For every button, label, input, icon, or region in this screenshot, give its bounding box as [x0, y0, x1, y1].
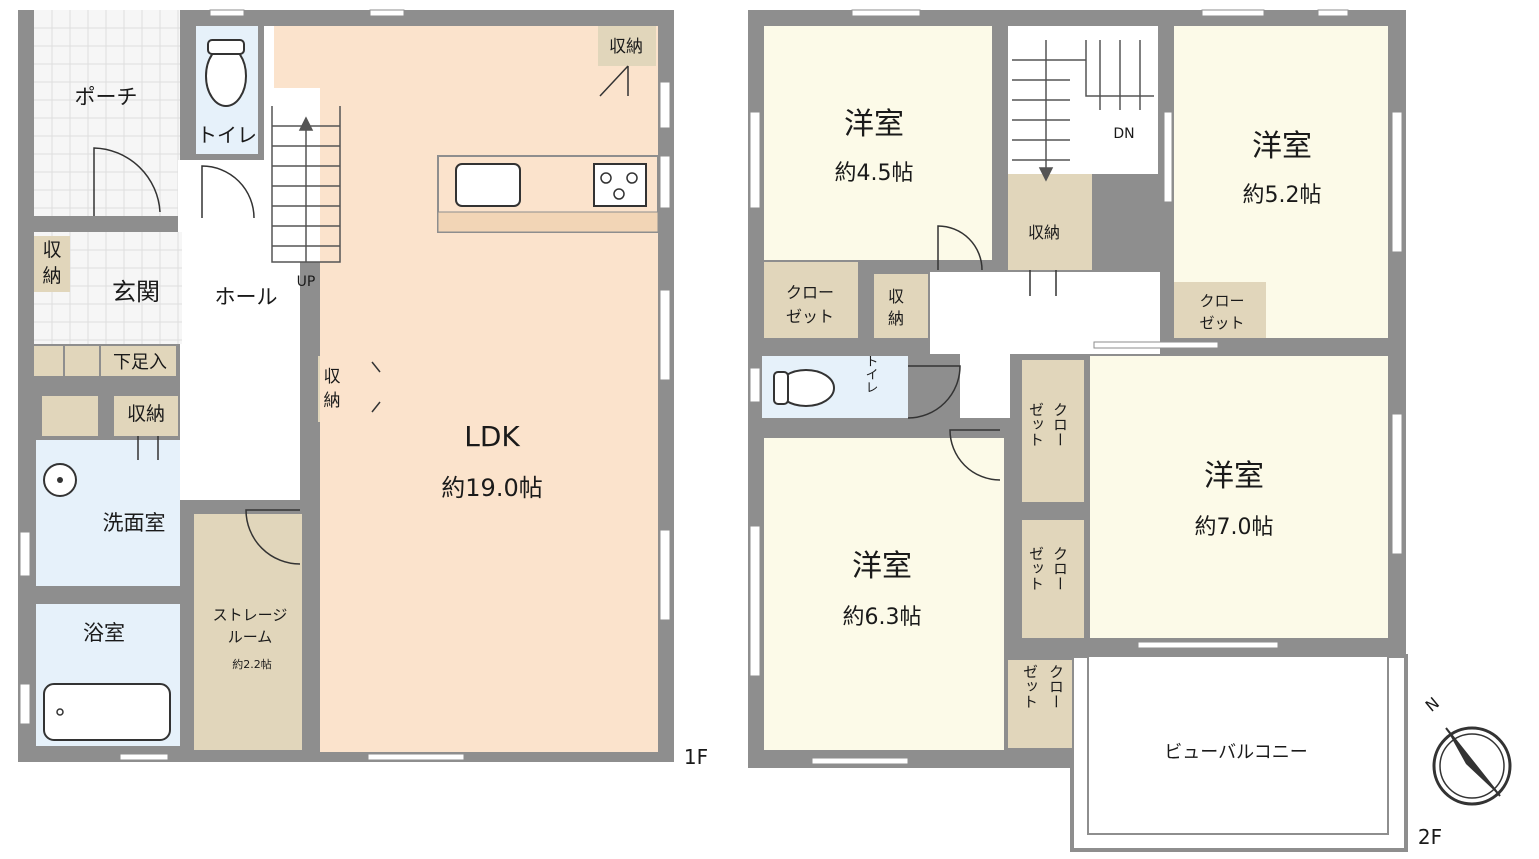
room-c	[764, 438, 1004, 750]
sink-icon	[455, 163, 521, 207]
storage-entrance	[34, 236, 70, 292]
storage-ldk	[598, 26, 656, 66]
floor-1-label: 1F	[684, 745, 708, 769]
storage-room	[194, 514, 302, 750]
storage-room-size: 約2.2帖	[232, 657, 272, 671]
closet-c-label-2: クロー	[1047, 664, 1065, 709]
floor-2	[748, 9, 1408, 852]
storage-hall-label: 収納	[324, 367, 341, 411]
washroom-label: 洗面室	[103, 511, 166, 535]
shoe-box	[34, 346, 176, 376]
storage-ldk-label: 収納	[609, 37, 643, 57]
closet-d	[1022, 360, 1084, 502]
ldk-size: 約19.0帖	[441, 474, 542, 502]
entrance-label: 玄関	[112, 278, 160, 306]
room-c-size: 約6.3帖	[843, 605, 922, 630]
stove-icon	[593, 163, 647, 207]
room-d	[1090, 356, 1388, 638]
hall-label: ホール	[215, 285, 278, 309]
floor-1	[18, 9, 674, 762]
closet-c-label-1: ゼット	[1021, 664, 1039, 709]
closet-e-label-1: ゼット	[1027, 546, 1045, 591]
bathtub-icon	[43, 683, 171, 741]
room-b-size: 約5.2帖	[1243, 183, 1322, 208]
stairs-up-label: UP	[297, 274, 316, 290]
ldk-label: LDK	[464, 420, 520, 453]
closet-d-label-2: クロー	[1051, 402, 1069, 447]
closet-a	[764, 262, 858, 338]
closet-b	[1174, 282, 1266, 338]
storage-a-label: 収納	[888, 287, 904, 328]
storage-a	[874, 274, 928, 338]
north-label: N	[1422, 693, 1443, 715]
closet-c	[1008, 660, 1072, 748]
room-d-label: 洋室	[1204, 459, 1264, 494]
room-a-label: 洋室	[844, 107, 904, 142]
storage-entrance-label: 収納	[42, 239, 61, 287]
room-c-label: 洋室	[852, 549, 912, 584]
porch-label: ポーチ	[75, 85, 138, 109]
toilet-1f-label: トイレ	[197, 123, 257, 147]
balcony-label: ビューバルコニー	[1164, 742, 1307, 763]
closet-a-label: クローゼット	[786, 283, 834, 326]
closet-e	[1022, 520, 1084, 638]
stairs-down-label: DN	[1113, 126, 1134, 142]
porch-area	[34, 10, 180, 216]
shoe-box-label: 下足入	[113, 352, 167, 373]
storage-room-label: ストレージルーム	[213, 606, 288, 646]
storage-stair-label: 収納	[1028, 223, 1060, 242]
toilet-2f-label: トイレ	[863, 355, 878, 394]
bathroom-label: 浴室	[83, 621, 125, 645]
closet-e-label-2: クロー	[1051, 546, 1069, 591]
floor-2-label: 2F	[1418, 825, 1442, 849]
ldk-room	[320, 26, 658, 752]
room-b-label: 洋室	[1252, 129, 1312, 164]
storage-wash	[114, 396, 178, 436]
balcony	[1087, 655, 1389, 835]
storage-wash-label: 収納	[127, 403, 165, 425]
room-a	[764, 26, 992, 260]
hall-area	[180, 230, 300, 500]
closet-d-label-1: ゼット	[1027, 402, 1045, 447]
north-compass	[1432, 726, 1512, 806]
room-a-size: 約4.5帖	[835, 161, 914, 186]
storage-stair	[1008, 174, 1092, 270]
room-d-size: 約7.0帖	[1195, 515, 1274, 540]
closet-b-label: クローゼット	[1199, 292, 1244, 332]
